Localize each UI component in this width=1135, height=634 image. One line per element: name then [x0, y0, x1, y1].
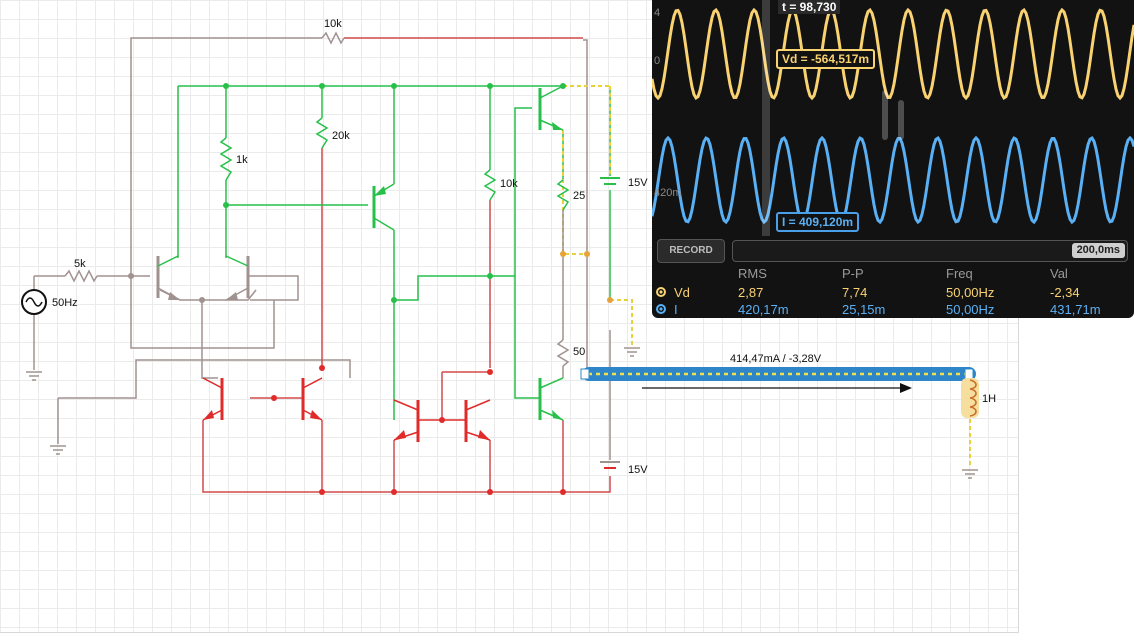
vd-radio-icon[interactable] [656, 287, 666, 297]
battery-top-icon[interactable] [600, 177, 620, 185]
row-name: Vd [674, 285, 690, 300]
header-rms: RMS [738, 266, 767, 281]
resistor-label: 10k [500, 178, 518, 190]
inductor-label: 1H [982, 393, 996, 405]
ground-icon [50, 445, 66, 455]
row-rms: 420,17m [738, 302, 789, 317]
record-button[interactable]: RECORD [657, 239, 725, 263]
resistor-label: 1k [236, 154, 248, 166]
scope-cursor[interactable] [762, 0, 770, 236]
battery-label: 15V [628, 464, 648, 476]
measurement-row-vd[interactable]: Vd 2,87 7,74 50,00Hz -2,34 [652, 285, 1134, 301]
row-val: -2,34 [1050, 285, 1080, 300]
measurement-header-row: RMS P-P Freq Val [652, 266, 1134, 282]
header-val: Val [1050, 266, 1068, 281]
row-rms: 2,87 [738, 285, 764, 300]
row-freq: 50,00Hz [946, 285, 995, 300]
measurement-row-i[interactable]: I 420,17m 25,15m 50,00Hz 431,71m [652, 302, 1134, 318]
inductor-icon[interactable] [961, 378, 979, 418]
selected-wire[interactable] [580, 367, 976, 381]
header-pp: P-P [842, 266, 864, 281]
time-span-badge[interactable]: 200,0ms [1071, 243, 1125, 258]
resistor-label: 20k [332, 130, 350, 142]
ground-icon [624, 347, 640, 357]
source-label: 50Hz [52, 297, 78, 309]
row-pp: 7,74 [842, 285, 868, 300]
oscilloscope-panel[interactable]: 4 0 420m [652, 0, 1134, 318]
resistor-label: 50 [573, 346, 585, 358]
battery-bottom-icon[interactable] [600, 461, 620, 469]
row-val: 431,71m [1050, 302, 1101, 317]
header-freq: Freq [946, 266, 973, 281]
circuit-diagram[interactable]: 10k 1k 20k 10k 25 50 5k 50Hz 15V 15V 1H … [0, 0, 1018, 632]
scope-axis-label: 4 [654, 7, 660, 19]
current-radio-icon[interactable] [656, 304, 666, 314]
current-trace [652, 135, 1134, 225]
vd-trace [652, 7, 1134, 101]
row-pp: 25,15m [842, 302, 886, 317]
current-direction-arrow [642, 383, 912, 393]
ground-icon [962, 469, 978, 479]
battery-label: 15V [628, 177, 648, 189]
resistor-label: 10k [324, 18, 342, 30]
resistor-label: 5k [74, 258, 86, 270]
ground-icon [26, 371, 42, 381]
scope-axis-label: 420m [654, 187, 682, 199]
scope-axis-label: 0 [654, 55, 660, 67]
time-readout: t = 98,730 [778, 0, 841, 14]
current-readout: I = 409,120m [776, 212, 860, 232]
resistor-label: 25 [573, 190, 585, 202]
vd-readout: Vd = -564,517m [776, 49, 876, 69]
timeline-slider[interactable]: 200,0ms [732, 240, 1128, 262]
wire-readout: 414,47mA / -3,28V [730, 353, 822, 365]
row-freq: 50,00Hz [946, 302, 995, 317]
ac-source-icon[interactable] [21, 289, 47, 315]
row-name: I [674, 302, 678, 317]
